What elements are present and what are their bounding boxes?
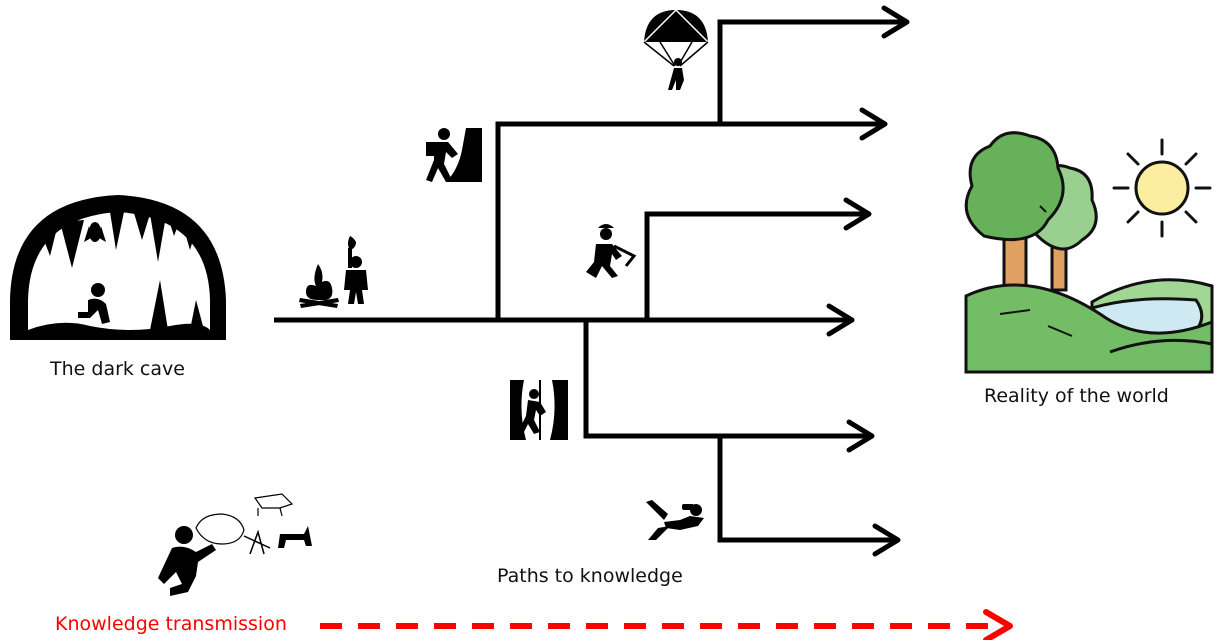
bottom-branch-line <box>717 436 895 543</box>
path-lines <box>274 19 905 543</box>
miner-icon <box>586 224 637 278</box>
sitting-person-icon <box>78 283 110 324</box>
diver-icon <box>646 500 704 540</box>
arrowheads <box>826 5 910 557</box>
torch-person-icon <box>344 236 368 304</box>
arrowhead-upper <box>859 107 888 141</box>
arrowhead-top <box>881 5 910 39</box>
transmission-arrow <box>320 609 1013 640</box>
upper-branch-line <box>495 121 882 320</box>
rappel-icon <box>510 380 568 440</box>
tree-icon <box>964 131 1098 294</box>
bat-icon <box>84 222 106 242</box>
cave-painter-icon <box>158 493 312 596</box>
lower-branch-line <box>583 320 869 439</box>
transmission-label: Knowledge transmission <box>55 613 287 635</box>
sun-icon <box>1112 138 1212 238</box>
top-branch-line <box>717 19 905 124</box>
middle-branch-line <box>644 211 866 320</box>
arrowhead-main <box>826 303 855 337</box>
reality-label: Reality of the world <box>984 385 1169 407</box>
arrowhead-lower <box>846 419 875 453</box>
hills-front <box>964 283 1214 374</box>
climber-icon <box>426 128 482 182</box>
cave-icon <box>10 195 226 340</box>
arrowhead-middle <box>843 197 872 231</box>
arrowhead-bottom <box>872 523 901 557</box>
cave-label: The dark cave <box>50 358 185 380</box>
paths-label: Paths to knowledge <box>497 565 683 587</box>
campfire-icon <box>299 264 339 308</box>
parachute-icon <box>643 8 709 90</box>
